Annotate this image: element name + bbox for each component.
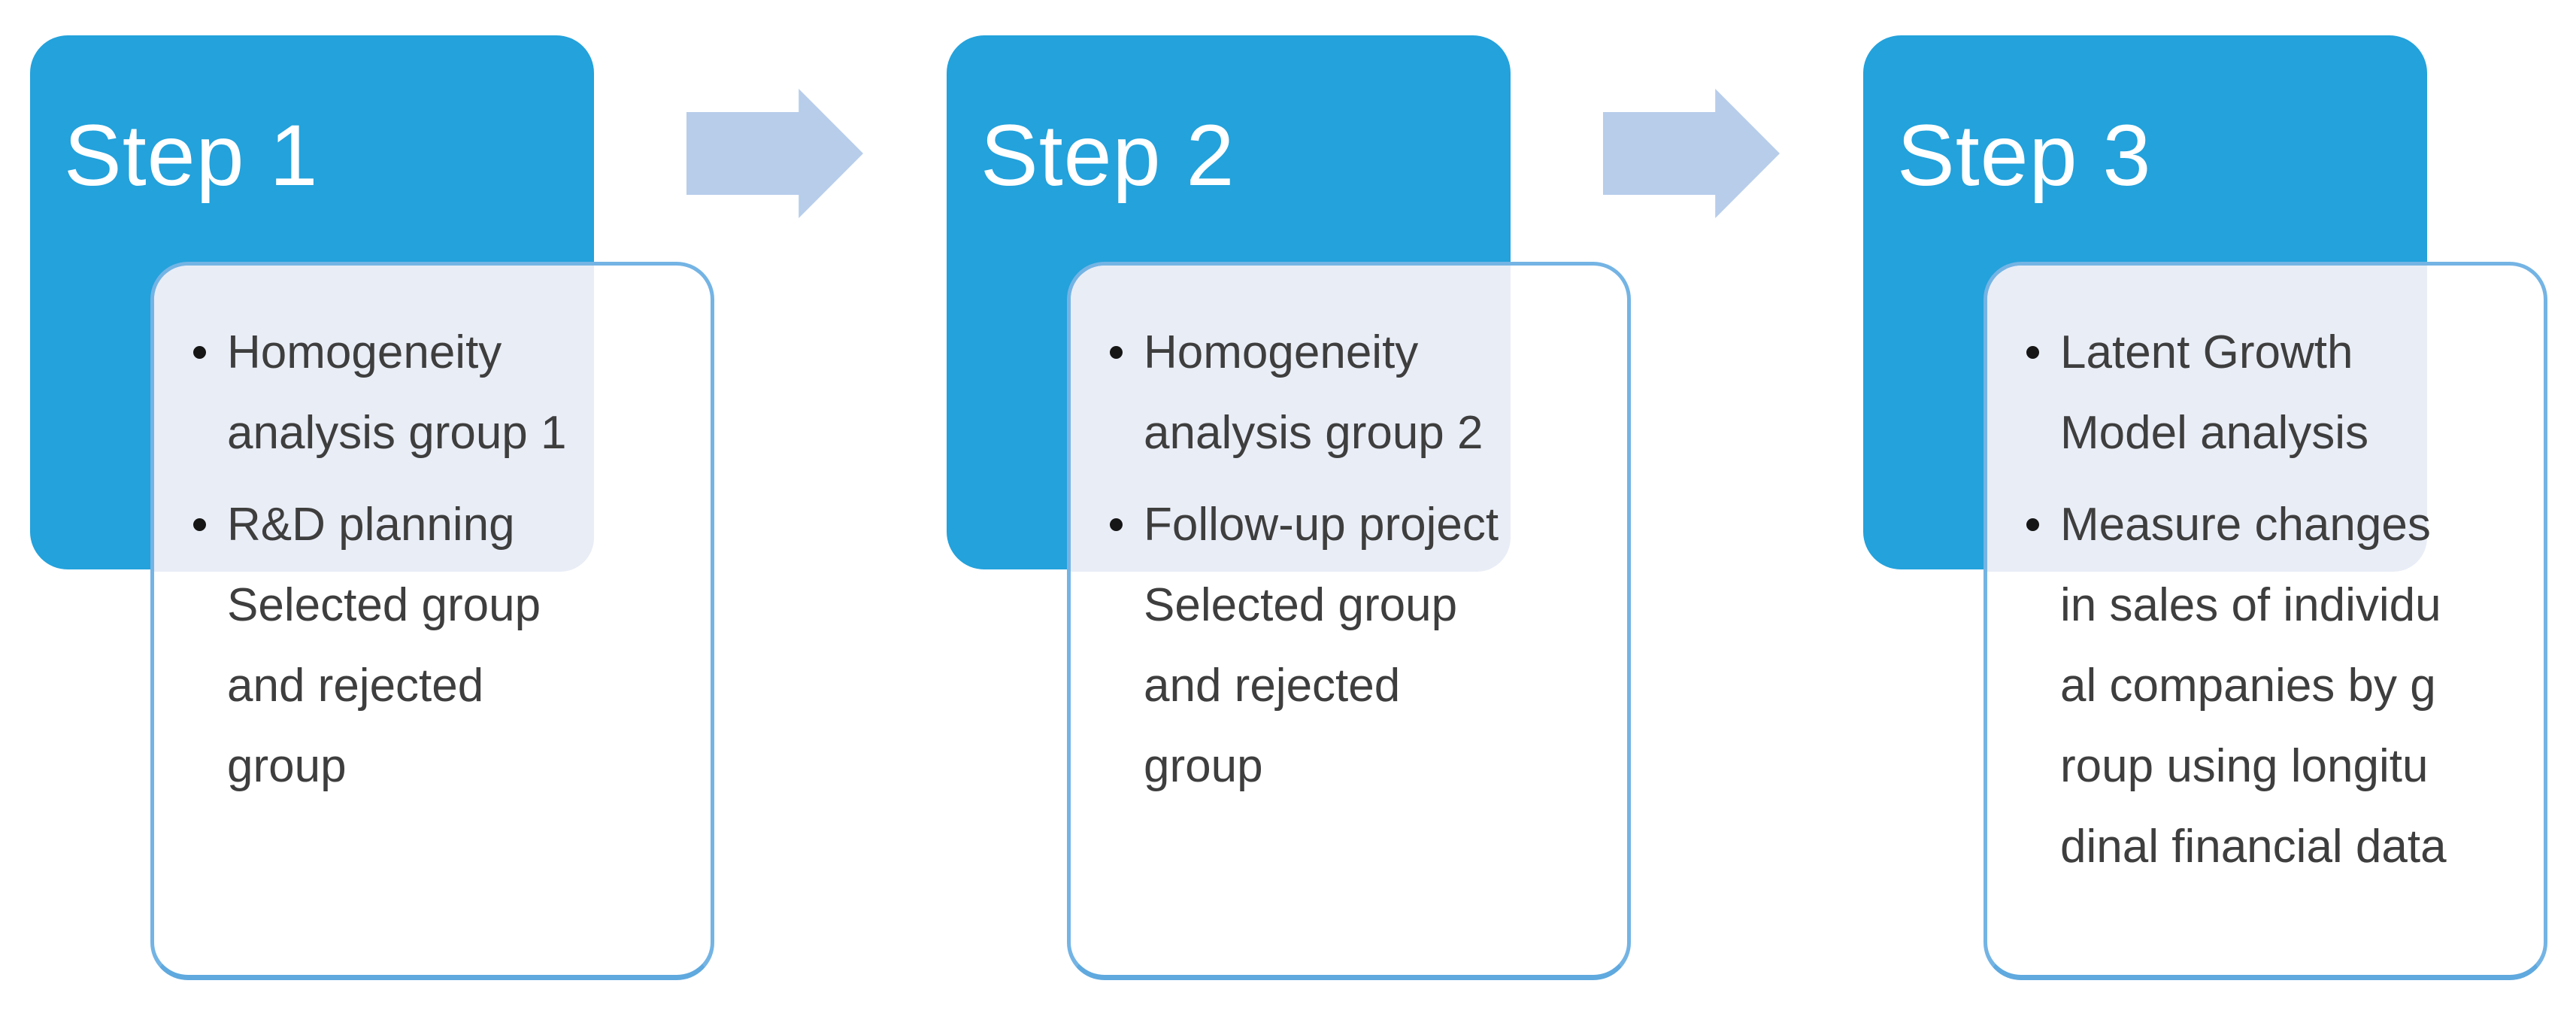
bullet-text: Homogeneity analysis group 2 bbox=[1144, 326, 1483, 459]
bullet-item: Follow-up project Selected group and rej… bbox=[1110, 484, 1605, 806]
bullet-dot-icon bbox=[2026, 518, 2039, 531]
step-1-bullet-list: Homogeneity analysis group 1 R&D plannin… bbox=[193, 312, 688, 818]
bullet-item: Measure changes in sales of individu al … bbox=[2026, 484, 2521, 887]
step-1-column: Step 1 Homogeneity analysis group 1 R&D … bbox=[0, 0, 722, 1017]
step-2-bullet-list: Homogeneity analysis group 2 Follow-up p… bbox=[1110, 312, 1605, 818]
step-2-card: Homogeneity analysis group 2 Follow-up p… bbox=[1067, 262, 1631, 980]
step-2-title: Step 2 bbox=[980, 108, 1235, 204]
step-2-card-overlap-tint bbox=[1071, 266, 1511, 572]
step-1-card: Homogeneity analysis group 1 R&D plannin… bbox=[150, 262, 714, 980]
step-3-title: Step 3 bbox=[1897, 108, 2152, 204]
bullet-item: R&D planning Selected group and rejected… bbox=[193, 484, 688, 806]
bullet-item: Homogeneity analysis group 1 bbox=[193, 312, 688, 473]
step-3-column: Step 3 Latent Growth Model analysis Meas… bbox=[1833, 0, 2555, 1017]
step-3-bullet-list: Latent Growth Model analysis Measure cha… bbox=[2026, 312, 2521, 898]
bullet-dot-icon bbox=[193, 346, 206, 359]
step-1-card-overlap-tint bbox=[154, 266, 594, 572]
step-3-card: Latent Growth Model analysis Measure cha… bbox=[1984, 262, 2547, 980]
step-2-column: Step 2 Homogeneity analysis group 2 Foll… bbox=[917, 0, 1638, 1017]
step-1-title: Step 1 bbox=[64, 108, 319, 204]
bullet-item: Homogeneity analysis group 2 bbox=[1110, 312, 1605, 473]
bullet-dot-icon bbox=[2026, 346, 2039, 359]
bullet-dot-icon bbox=[193, 518, 206, 531]
bullet-text: R&D planning Selected group and rejected… bbox=[227, 499, 541, 792]
step-3-card-overlap-tint bbox=[1987, 266, 2427, 572]
bullet-text: Latent Growth Model analysis bbox=[2060, 326, 2369, 459]
bullet-text: Measure changes in sales of individu al … bbox=[2060, 499, 2447, 873]
bullet-text: Follow-up project Selected group and rej… bbox=[1144, 499, 1499, 792]
bullet-dot-icon bbox=[1110, 518, 1123, 531]
bullet-dot-icon bbox=[1110, 346, 1123, 359]
bullet-item: Latent Growth Model analysis bbox=[2026, 312, 2521, 473]
bullet-text: Homogeneity analysis group 1 bbox=[227, 326, 567, 459]
